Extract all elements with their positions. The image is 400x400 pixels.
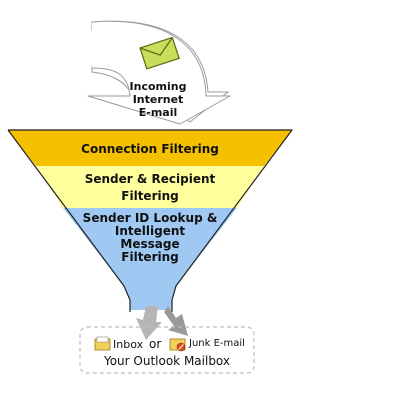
inbox-arrow bbox=[136, 306, 162, 340]
stage-3-line-2: Intelligent bbox=[114, 224, 186, 238]
junk-arrow bbox=[164, 306, 188, 336]
envelope-icon bbox=[139, 36, 180, 70]
stage-1-line-1: Connection Filtering bbox=[81, 142, 219, 156]
inbox-folder-icon bbox=[94, 336, 111, 351]
stage-sender-id-filtering bbox=[63, 208, 237, 286]
incoming-arrow-outline bbox=[87, 20, 231, 125]
stage-connection-filtering bbox=[8, 130, 292, 166]
inbox-label: Inbox bbox=[113, 338, 144, 351]
incoming-line-1: Incoming bbox=[129, 80, 187, 93]
junk-folder-icon bbox=[169, 338, 186, 352]
incoming-line-2: Internet bbox=[132, 93, 184, 106]
stage-2-line-1: Sender & Recipient bbox=[84, 172, 216, 186]
incoming-line-3: E-mail bbox=[138, 106, 178, 119]
funnel-neck bbox=[124, 286, 176, 310]
stage-1-label: Connection Filtering bbox=[40, 142, 260, 156]
stage-3-line-1: Sender ID Lookup & bbox=[82, 211, 218, 225]
stage-3-line-3: Message bbox=[120, 237, 180, 251]
mailbox-title: Your Outlook Mailbox bbox=[103, 354, 231, 368]
mailbox-box bbox=[79, 326, 255, 374]
or-label: or bbox=[149, 337, 162, 351]
funnel-outline bbox=[7, 129, 293, 312]
incoming-label: Incoming Internet E-mail bbox=[118, 80, 198, 119]
junk-email-label: Junk E-mail bbox=[189, 338, 245, 349]
stage-3-label: Sender ID Lookup & Intelligent Message F… bbox=[50, 212, 250, 264]
stage-2-label: Sender & Recipient Filtering bbox=[40, 172, 260, 203]
stage-2-line-2: Filtering bbox=[121, 189, 179, 203]
stage-3-line-4: Filtering bbox=[121, 250, 179, 264]
stage-sender-recipient-filtering bbox=[36, 166, 264, 208]
